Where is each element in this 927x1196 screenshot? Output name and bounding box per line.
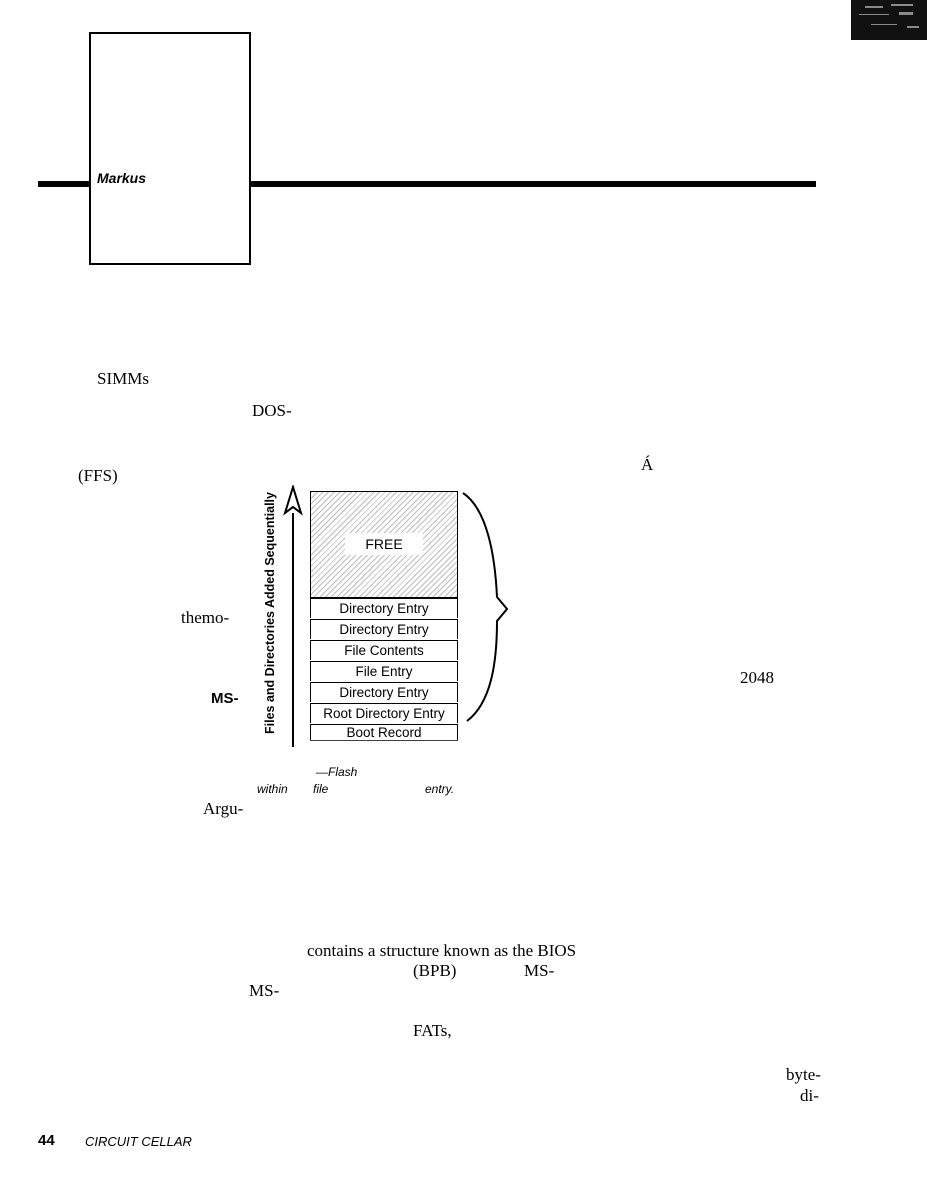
author-name: Markus xyxy=(97,170,147,186)
stack-item-boot-record: Boot Record xyxy=(310,724,458,740)
text-fragment-themo: themo- xyxy=(181,608,230,627)
text-fragment-argu: Argu- xyxy=(203,799,244,818)
arrow-head-icon xyxy=(283,485,303,516)
text-fragment-ffs: (FFS) xyxy=(78,466,118,485)
text-fragment-ms-2: MS- xyxy=(524,961,555,980)
corner-thumbnail xyxy=(851,0,927,40)
text-fragment-ms-3: MS- xyxy=(249,981,280,1000)
stack-item-directory-entry-1: Directory Entry xyxy=(310,598,458,618)
text-fragment-fats: FATs, xyxy=(413,1021,452,1040)
text-fragment-simms: SIMMs xyxy=(97,369,149,388)
stack-item-file-entry: File Entry xyxy=(310,661,458,681)
text-fragment-a-accent: Á xyxy=(641,455,654,474)
text-fragment-bpb: (BPB) xyxy=(413,961,457,980)
magazine-name: CIRCUIT CELLAR xyxy=(85,1134,192,1149)
page-number: 44 xyxy=(38,1132,55,1149)
caption-fragment-flash: —Flash xyxy=(316,765,358,779)
text-fragment-bios-line: contains a structure known as the BIOS xyxy=(307,941,577,960)
author-box xyxy=(89,32,251,265)
text-fragment-di: di- xyxy=(800,1086,819,1105)
caption-fragment-within: within xyxy=(257,782,288,796)
caption-fragment-entry: entry. xyxy=(425,782,455,796)
flash-layout-figure: FREE Directory Entry Directory Entry Fil… xyxy=(255,485,525,747)
header-rule-right xyxy=(249,181,816,187)
text-fragment-byte: byte- xyxy=(786,1065,821,1084)
figure-lines xyxy=(283,485,509,747)
caption-fragment-file: file xyxy=(313,782,329,796)
stack-item-root-directory-entry: Root Directory Entry xyxy=(310,703,458,723)
stack-item-file-contents: File Contents xyxy=(310,640,458,660)
text-fragment-dos: DOS- xyxy=(252,401,292,420)
stack-item-directory-entry-3: Directory Entry xyxy=(310,682,458,702)
free-space-label: FREE xyxy=(345,533,423,555)
text-fragment-2048: 2048 xyxy=(740,668,774,687)
stack-item-directory-entry-2: Directory Entry xyxy=(310,619,458,639)
brace-icon xyxy=(462,492,509,722)
text-fragment-ms-1: MS- xyxy=(211,690,239,707)
header-rule-left xyxy=(38,181,90,187)
figure-axis-label: Files and Directories Added Sequentially xyxy=(263,492,277,734)
